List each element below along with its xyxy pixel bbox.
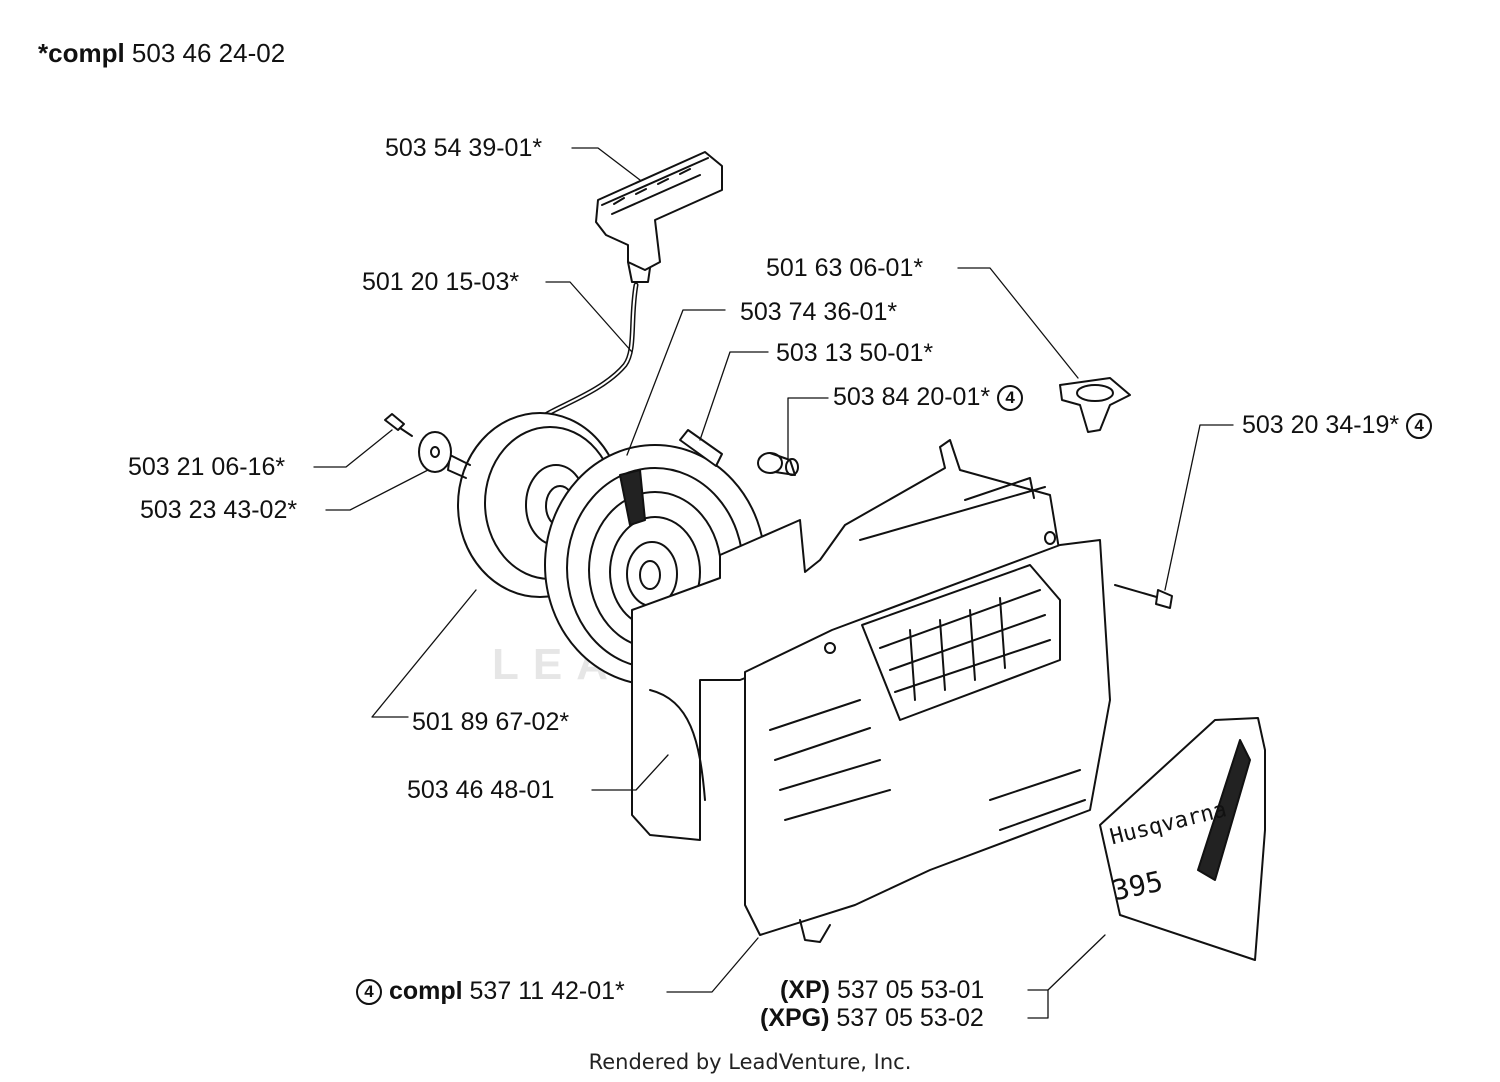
starter-rope — [537, 282, 639, 423]
callout-pulley: 503 74 36-01* — [740, 298, 898, 326]
leader-decal-join — [1047, 934, 1106, 991]
leader-washer — [325, 469, 429, 511]
callout-spring: 503 13 50-01* — [776, 339, 934, 367]
callout-screw-right: 503 20 34-19* 4 — [1242, 413, 1433, 439]
starter-housing — [631, 439, 1061, 841]
callout-guide: 501 63 06-01* — [766, 254, 924, 282]
header-number: 503 46 24-02 — [131, 38, 286, 68]
leader-drum — [371, 589, 477, 718]
leader-housing — [591, 754, 669, 791]
callout-rope: 501 20 15-03* — [362, 268, 520, 296]
leader-bushing — [787, 397, 829, 459]
callout-drum: 501 89 67-02* — [412, 708, 570, 736]
note-4-marker: 4 — [997, 385, 1024, 411]
callout-washer: 503 23 43-02* — [140, 496, 298, 524]
rope-guide — [1059, 377, 1131, 433]
starter-handle — [595, 151, 723, 283]
callout-housing: 503 46 48-01 — [407, 776, 555, 804]
leader-spring — [699, 351, 769, 441]
leader-rope — [545, 281, 633, 353]
callout-decal-xp: (XP) 537 05 53-01 — [780, 976, 985, 1004]
callout-handle: 503 54 39-01* — [385, 134, 543, 162]
leader-screw-right — [1164, 424, 1234, 591]
note-4-marker: 4 — [1406, 413, 1433, 439]
washer — [418, 431, 452, 473]
callout-decal-xpg: (XPG) 537 05 53-02 — [760, 1004, 984, 1032]
decal — [1099, 717, 1266, 961]
callout-cover: 4 compl 537 11 42-01* — [356, 979, 625, 1005]
screw-right — [1114, 584, 1173, 609]
bushing — [757, 452, 799, 476]
assembly-header: *compl 503 46 24-02 — [38, 38, 285, 69]
footer-credit: Rendered by LeadVenture, Inc. — [588, 1050, 912, 1074]
leader-guide — [957, 267, 1079, 379]
header-prefix: *compl — [38, 38, 125, 68]
callout-bushing: 503 84 20-01* 4 — [833, 385, 1024, 411]
leader-cover — [666, 937, 759, 993]
leader-screw-left — [313, 429, 393, 468]
callout-screw-left: 503 21 06-16* — [128, 453, 286, 481]
leader-handle — [571, 147, 641, 181]
leader-pulley — [626, 309, 726, 456]
leader-lines — [313, 147, 1234, 1019]
leader-decal — [1027, 989, 1049, 1019]
screw-left — [384, 413, 413, 437]
starter-cover — [744, 531, 1111, 943]
note-4-marker: 4 — [356, 979, 382, 1005]
